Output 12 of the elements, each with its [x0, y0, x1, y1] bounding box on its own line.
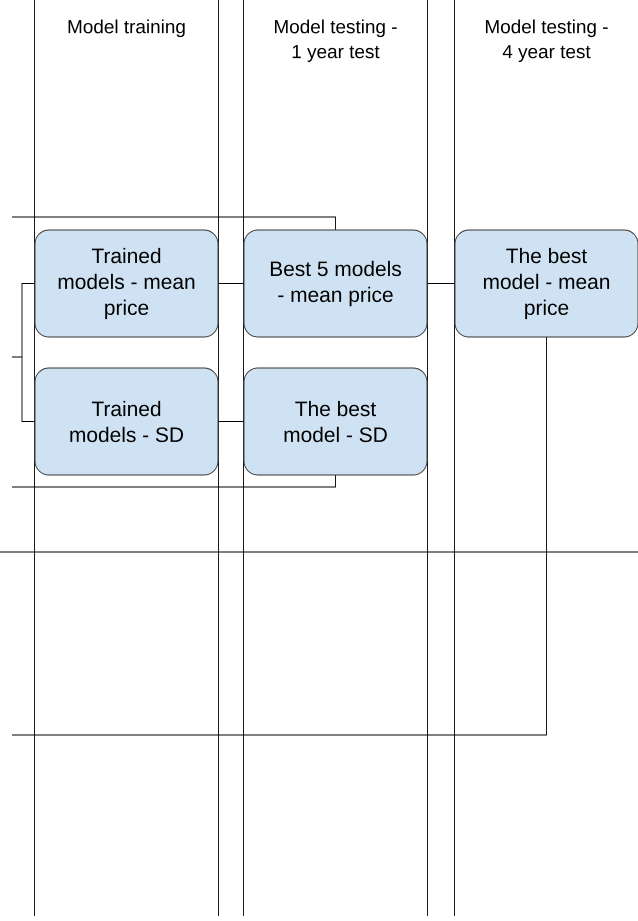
connector-line — [12, 475, 336, 488]
process-box: The best model - SD — [244, 368, 428, 476]
process-box: Best 5 models - mean price — [244, 230, 428, 338]
connector-line — [12, 216, 336, 230]
connector-line — [218, 283, 244, 284]
process-box: Trained models - mean price — [34, 230, 218, 338]
process-box: Trained models - SD — [34, 368, 218, 476]
connector-line — [12, 337, 547, 736]
connector-line — [12, 356, 35, 422]
process-box: The best model - mean price — [454, 230, 638, 338]
connector-line — [218, 421, 244, 422]
connector-line — [427, 283, 455, 284]
